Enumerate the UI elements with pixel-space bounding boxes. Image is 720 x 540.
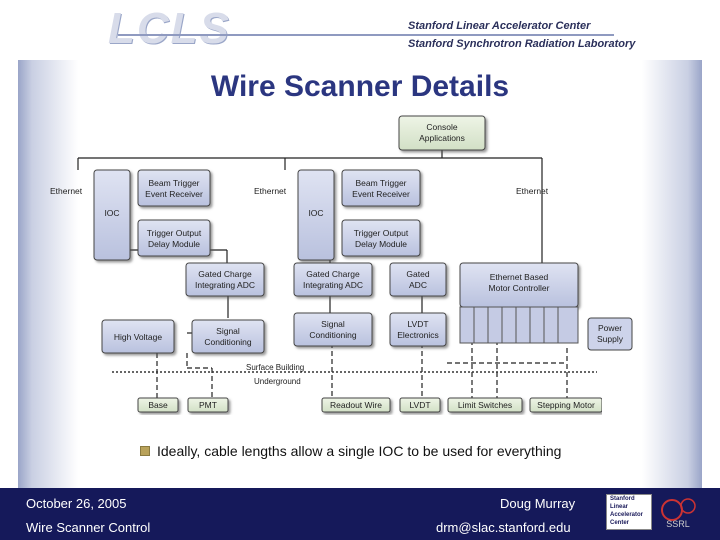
- stepping-motor-box: Stepping Motor: [529, 397, 602, 413]
- svg-text:Stepping Motor: Stepping Motor: [537, 400, 595, 410]
- svg-text:Conditioning: Conditioning: [204, 337, 252, 347]
- slide-title: Wire Scanner Details: [210, 70, 510, 103]
- svg-text:PMT: PMT: [199, 400, 217, 410]
- svg-text:Gated: Gated: [406, 269, 429, 279]
- gated-charge-adc-1: Gated Charge Integrating ADC: [185, 262, 265, 297]
- lcls-logo: LCLS: [108, 4, 231, 53]
- svg-text:Event Receiver: Event Receiver: [352, 189, 410, 199]
- bullet-text: Ideally, cable lengths allow a single IO…: [157, 443, 562, 459]
- base-box: Base: [137, 397, 179, 413]
- svg-text:Beam Trigger: Beam Trigger: [355, 178, 406, 188]
- bullet-icon: [140, 446, 150, 456]
- org-line-1: Stanford Linear Accelerator Center: [408, 20, 591, 32]
- svg-text:Ethernet Based: Ethernet Based: [490, 272, 549, 282]
- ethernet-label-left: Ethernet: [50, 186, 83, 196]
- svg-text:Base: Base: [148, 400, 168, 410]
- footer-email: drm@slac.stanford.edu: [436, 520, 571, 535]
- signal-conditioning-2: Signal Conditioning: [293, 312, 373, 347]
- gated-adc: Gated ADC: [389, 262, 447, 297]
- beam-trigger-receiver-1: Beam Trigger Event Receiver: [137, 169, 211, 207]
- svg-text:Electronics: Electronics: [397, 330, 439, 340]
- ethernet-label-mid: Ethernet: [254, 186, 287, 196]
- power-supply-line-2: Supply: [597, 334, 624, 344]
- surface-building-label: Surface Building: [246, 363, 304, 372]
- svg-text:Signal: Signal: [216, 326, 240, 336]
- header: LCLS Stanford Linear Accelerator Center …: [0, 0, 720, 60]
- svg-text:Trigger Output: Trigger Output: [147, 228, 202, 238]
- power-supply-svg: Power Supply: [587, 317, 633, 351]
- svg-text:Beam Trigger: Beam Trigger: [148, 178, 199, 188]
- console-applications-box: Console Applications: [398, 115, 486, 151]
- beam-trigger-receiver-2: Beam Trigger Event Receiver: [341, 169, 421, 207]
- svg-text:Conditioning: Conditioning: [309, 330, 357, 340]
- lvdt-box: LVDT: [399, 397, 441, 413]
- footer-author: Doug Murray: [500, 496, 576, 511]
- svg-text:Delay Module: Delay Module: [148, 239, 200, 249]
- footer: October 26, 2005 Wire Scanner Control Do…: [0, 488, 720, 540]
- wire-scanner-diagram: Console Applications Ethernet Ethernet E…: [50, 115, 602, 413]
- lvdt-electronics: LVDT Electronics: [389, 312, 447, 347]
- svg-text:Integrating ADC: Integrating ADC: [195, 280, 255, 290]
- console-line-2: Applications: [419, 133, 465, 143]
- readout-wire-box: Readout Wire: [321, 397, 391, 413]
- ssrl-logo: SSRL: [661, 498, 696, 529]
- svg-text:Integrating ADC: Integrating ADC: [303, 280, 363, 290]
- svg-text:SSRL: SSRL: [666, 519, 690, 529]
- svg-text:Gated Charge: Gated Charge: [306, 269, 360, 279]
- high-voltage-box: High Voltage: [101, 319, 175, 354]
- svg-text:High Voltage: High Voltage: [114, 332, 162, 342]
- svg-text:Motor Controller: Motor Controller: [489, 283, 550, 293]
- svg-text:Limit Switches: Limit Switches: [458, 400, 512, 410]
- ioc-1-box: IOC: [93, 169, 131, 261]
- svg-text:LVDT: LVDT: [407, 319, 428, 329]
- trigger-delay-module-2: Trigger Output Delay Module: [341, 219, 421, 257]
- svg-text:Event Receiver: Event Receiver: [145, 189, 203, 199]
- svg-text:IOC: IOC: [308, 208, 323, 218]
- trigger-delay-module-1: Trigger Output Delay Module: [137, 219, 211, 257]
- underground-label: Underground: [254, 377, 301, 386]
- svg-text:Readout Wire: Readout Wire: [330, 400, 382, 410]
- svg-text:Delay Module: Delay Module: [355, 239, 407, 249]
- slac-logo: Stanford Linear Accelerator Center: [606, 494, 652, 530]
- signal-conditioning-1: Signal Conditioning: [191, 319, 265, 354]
- pmt-box: PMT: [187, 397, 229, 413]
- svg-text:LVDT: LVDT: [409, 400, 430, 410]
- gated-charge-adc-2: Gated Charge Integrating ADC: [293, 262, 373, 297]
- svg-text:IOC: IOC: [104, 208, 119, 218]
- svg-text:Gated Charge: Gated Charge: [198, 269, 252, 279]
- field-cables: [112, 308, 597, 400]
- ioc-2-box: IOC: [297, 169, 335, 261]
- limit-switches-box: Limit Switches: [447, 397, 523, 413]
- org-line-2: Stanford Synchrotron Radiation Laborator…: [408, 38, 636, 50]
- svg-text:Trigger Output: Trigger Output: [354, 228, 409, 238]
- svg-text:Signal: Signal: [321, 319, 345, 329]
- power-supply-line-1: Power: [598, 323, 622, 333]
- header-divider: [118, 34, 614, 36]
- footer-talk-title: Wire Scanner Control: [26, 520, 151, 535]
- console-line-1: Console: [426, 122, 457, 132]
- svg-text:ADC: ADC: [409, 280, 427, 290]
- motor-controller: Ethernet Based Motor Controller: [459, 262, 579, 344]
- footer-date: October 26, 2005: [26, 496, 127, 511]
- ethernet-label-right: Ethernet: [516, 186, 549, 196]
